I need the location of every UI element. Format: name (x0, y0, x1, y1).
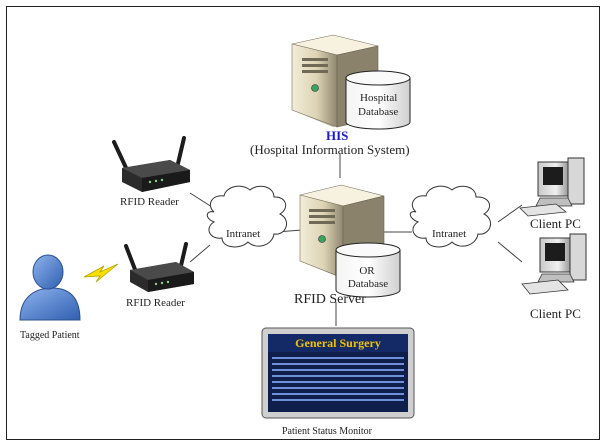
intranet-cloud-right-icon (409, 185, 492, 248)
rfid-reader-top-icon (112, 136, 190, 192)
connection-lines (189, 154, 523, 326)
rfid-reader-bottom-label: RFID Reader (126, 297, 185, 309)
intranet-cloud-left-icon (206, 185, 288, 248)
patient-status-monitor-label: Patient Status Monitor (282, 426, 372, 437)
patient-status-monitor-icon (261, 327, 415, 419)
or-db-label-line2: Database (347, 278, 389, 290)
his-subtitle: (Hospital Information System) (250, 142, 410, 157)
or-db-label-line1: OR (359, 265, 375, 277)
his-title: HIS (326, 128, 349, 143)
intranet-right-label: Intranet (432, 228, 467, 240)
monitor-table-rows (272, 357, 404, 401)
tagged-patient-label: Tagged Patient (20, 330, 80, 341)
client-pc-top-label: Client PC (530, 216, 581, 231)
patient-icon (19, 254, 81, 321)
hospital-db-label-line1: Hospital (360, 92, 398, 104)
client-pc-bottom-icon (521, 233, 587, 295)
rfid-server-label: RFID Server (294, 292, 366, 307)
wireless-signal-icon (83, 263, 119, 283)
rfid-reader-top-label: RFID Reader (120, 196, 179, 208)
hospital-db-label-line2: Database (358, 106, 399, 118)
or-database-icon (335, 242, 401, 298)
client-pc-bottom-label: Client PC (530, 306, 581, 321)
rfid-reader-bottom-icon (124, 242, 194, 292)
client-pc-top-icon (519, 157, 585, 217)
monitor-screen-title: General Surgery (295, 336, 381, 350)
intranet-left-label: Intranet (226, 228, 261, 240)
hospital-database-icon (345, 70, 411, 130)
